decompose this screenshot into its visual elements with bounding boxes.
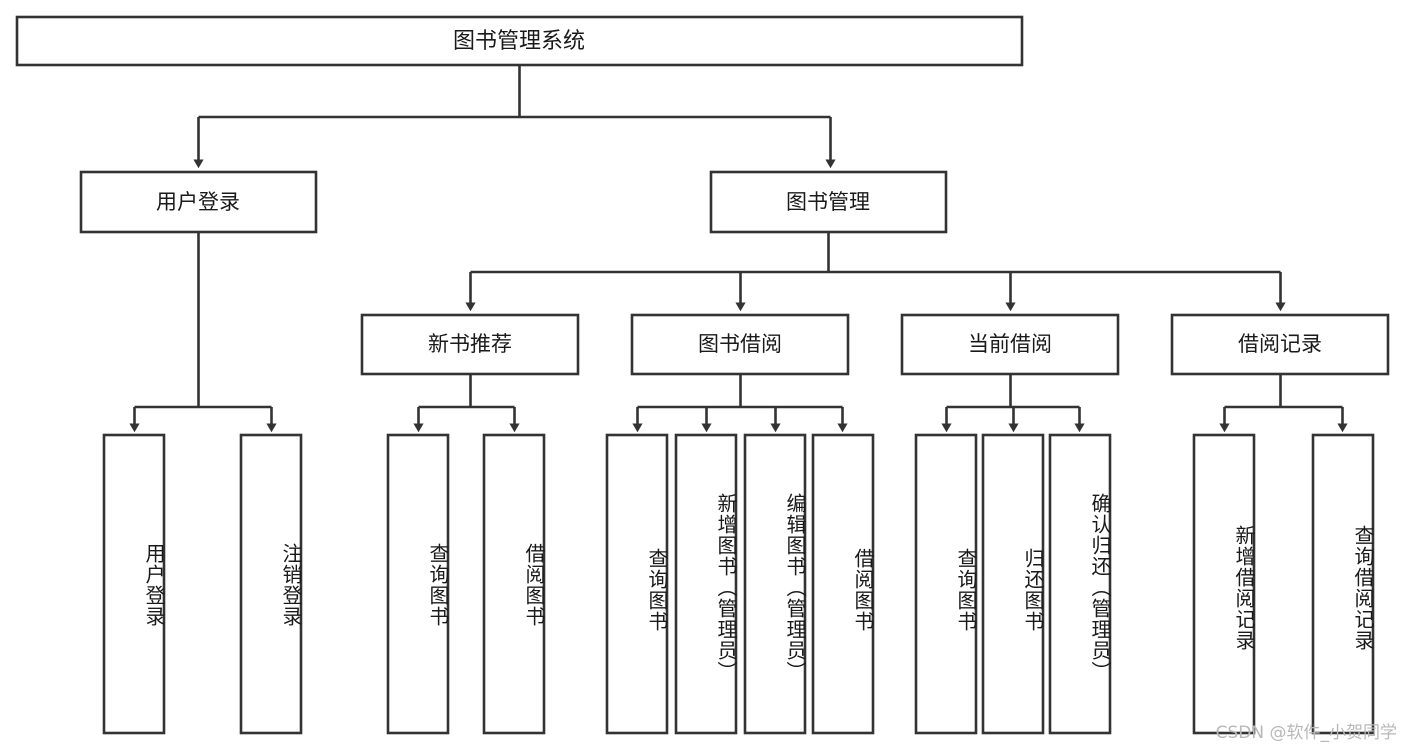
node-root-rect xyxy=(15,15,1024,67)
node-leaf-user-login-rect[interactable] xyxy=(102,433,166,735)
node-new-book-recommend-label: 新书推荐 xyxy=(428,332,512,356)
leaf-rect-group xyxy=(102,433,1375,735)
node-borrow-record[interactable]: 借阅记录 xyxy=(1170,313,1390,376)
node-leaf-borrow-book-2-rect[interactable] xyxy=(811,433,875,735)
node-user-login-rect xyxy=(79,170,318,234)
node-leaf-query-record-rect[interactable] xyxy=(1311,433,1375,735)
node-new-book-recommend[interactable]: 新书推荐 xyxy=(360,313,580,376)
connector-group-user-login xyxy=(129,232,277,433)
node-leaf-add-record-rect[interactable] xyxy=(1192,433,1256,735)
node-new-book-recommend-rect xyxy=(360,313,580,376)
node-borrow-record-rect xyxy=(1170,313,1390,376)
node-book-borrow-label: 图书借阅 xyxy=(698,332,782,356)
node-leaf-add-book-rect[interactable] xyxy=(674,433,738,735)
connector-group-root xyxy=(193,65,836,169)
node-current-borrow-rect xyxy=(900,313,1120,376)
node-user-login[interactable]: 用户登录 xyxy=(79,170,318,234)
connector-group-book-manage xyxy=(465,232,1286,312)
node-root[interactable]: 图书管理系统 xyxy=(15,15,1024,67)
node-leaf-logout-login-rect[interactable] xyxy=(239,433,303,735)
node-borrow-record-label: 借阅记录 xyxy=(1238,332,1322,356)
node-leaf-query-book-2-rect[interactable] xyxy=(605,433,669,735)
node-leaf-confirm-return-rect[interactable] xyxy=(1048,433,1112,735)
connector-group-borrow-record xyxy=(1219,374,1348,433)
csdn-watermark: CSDN @软件_小贺同学 xyxy=(1215,723,1397,743)
node-book-borrow-rect xyxy=(630,313,850,376)
node-leaf-borrow-book-1-rect[interactable] xyxy=(482,433,546,735)
node-current-borrow[interactable]: 当前借阅 xyxy=(900,313,1120,376)
node-leaf-query-book-1-rect[interactable] xyxy=(386,433,450,735)
node-current-borrow-label: 当前借阅 xyxy=(968,332,1052,356)
connector-group-current-borrow xyxy=(941,374,1085,433)
connector-group-new-book-recommend xyxy=(413,374,520,433)
node-book-manage-rect xyxy=(709,170,948,234)
node-book-borrow[interactable]: 图书借阅 xyxy=(630,313,850,376)
node-book-manage[interactable]: 图书管理 xyxy=(709,170,948,234)
node-leaf-return-book-rect[interactable] xyxy=(981,433,1045,735)
node-book-manage-label: 图书管理 xyxy=(786,190,870,214)
node-root-label: 图书管理系统 xyxy=(453,29,585,54)
node-user-login-label: 用户登录 xyxy=(156,190,240,214)
node-leaf-edit-book-rect[interactable] xyxy=(743,433,807,735)
connector-group-book-borrow xyxy=(632,374,848,433)
node-leaf-query-book-3-rect[interactable] xyxy=(914,433,978,735)
